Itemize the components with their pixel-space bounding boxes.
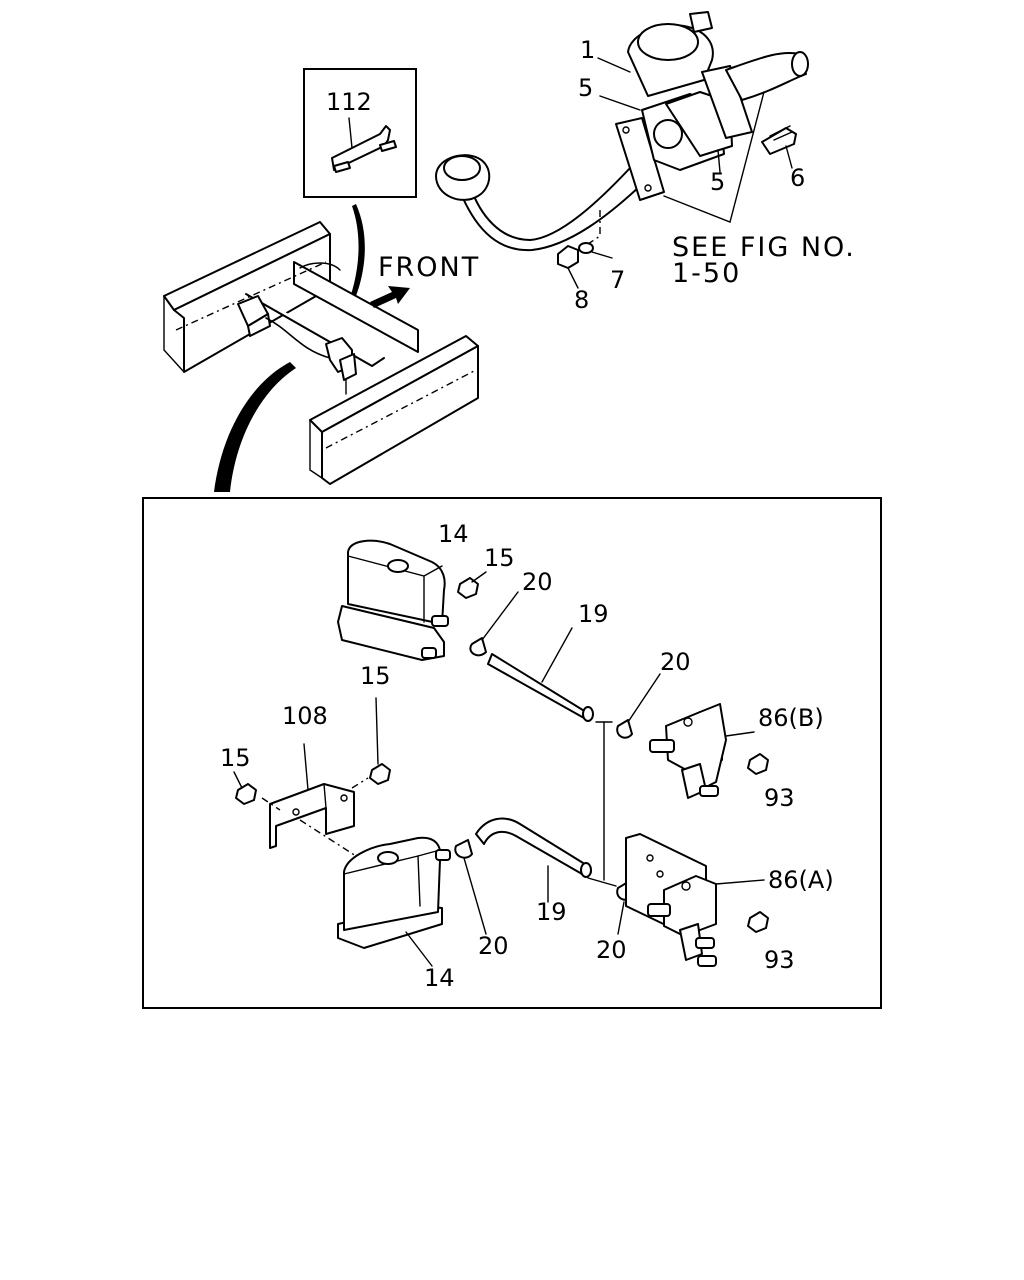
callout-8: 8 [574, 286, 589, 314]
callout-6: 6 [790, 164, 805, 192]
clip-20-right-top [616, 719, 633, 739]
see-fig-line2: 1-50 [672, 258, 741, 289]
canister-top [337, 539, 449, 661]
callout-7: 7 [610, 266, 625, 294]
callout-15-left: 15 [220, 744, 251, 772]
callout-93-bottom: 93 [764, 946, 795, 974]
clip-20-bottom-left [454, 839, 473, 859]
nut-93-top [747, 753, 769, 775]
nut-93-bottom [747, 911, 769, 933]
inset-pointer-arrow-1 [346, 204, 365, 310]
callout-19-top: 19 [578, 600, 609, 628]
chassis-frame [163, 221, 479, 485]
callout-5-lower: 5 [710, 168, 725, 196]
front-label: FRONT [378, 252, 480, 283]
canister-bottom [337, 836, 451, 967]
bracket-108 [269, 743, 355, 849]
vacuum-pump-assembly [435, 11, 809, 289]
callout-20-bottom-left: 20 [478, 932, 509, 960]
callout-1: 1 [580, 36, 595, 64]
callout-93-top: 93 [764, 784, 795, 812]
inset-112-box: 112 [303, 68, 417, 198]
nut-15-left [235, 783, 257, 805]
valve-86b [649, 703, 755, 799]
clip-20-top [469, 637, 487, 657]
callout-19-bottom: 19 [536, 898, 567, 926]
inset-pointer-arrow-2 [214, 362, 296, 492]
callout-20-right-top: 20 [660, 648, 691, 676]
callout-14-top: 14 [438, 520, 469, 548]
callout-15-middle: 15 [360, 662, 391, 690]
see-fig-line1: SEE FIG NO. [672, 232, 856, 263]
hose-19-top [487, 653, 591, 721]
callout-112: 112 [326, 88, 372, 116]
hose-19-bottom [475, 817, 592, 877]
main-detail-box [142, 497, 882, 1009]
callout-14-bottom: 14 [424, 964, 455, 992]
callout-86b: 86(B) [758, 704, 824, 732]
callout-86a: 86(A) [768, 866, 834, 894]
callout-5-upper: 5 [578, 74, 593, 102]
nut-15-top [457, 577, 479, 599]
callout-20-top: 20 [522, 568, 553, 596]
callout-20-bottom-right: 20 [596, 936, 627, 964]
callout-108: 108 [282, 702, 328, 730]
valve-86a [625, 833, 765, 967]
nut-15-middle [369, 763, 391, 785]
front-arrow-icon [370, 286, 410, 308]
callout-15-top: 15 [484, 544, 515, 572]
